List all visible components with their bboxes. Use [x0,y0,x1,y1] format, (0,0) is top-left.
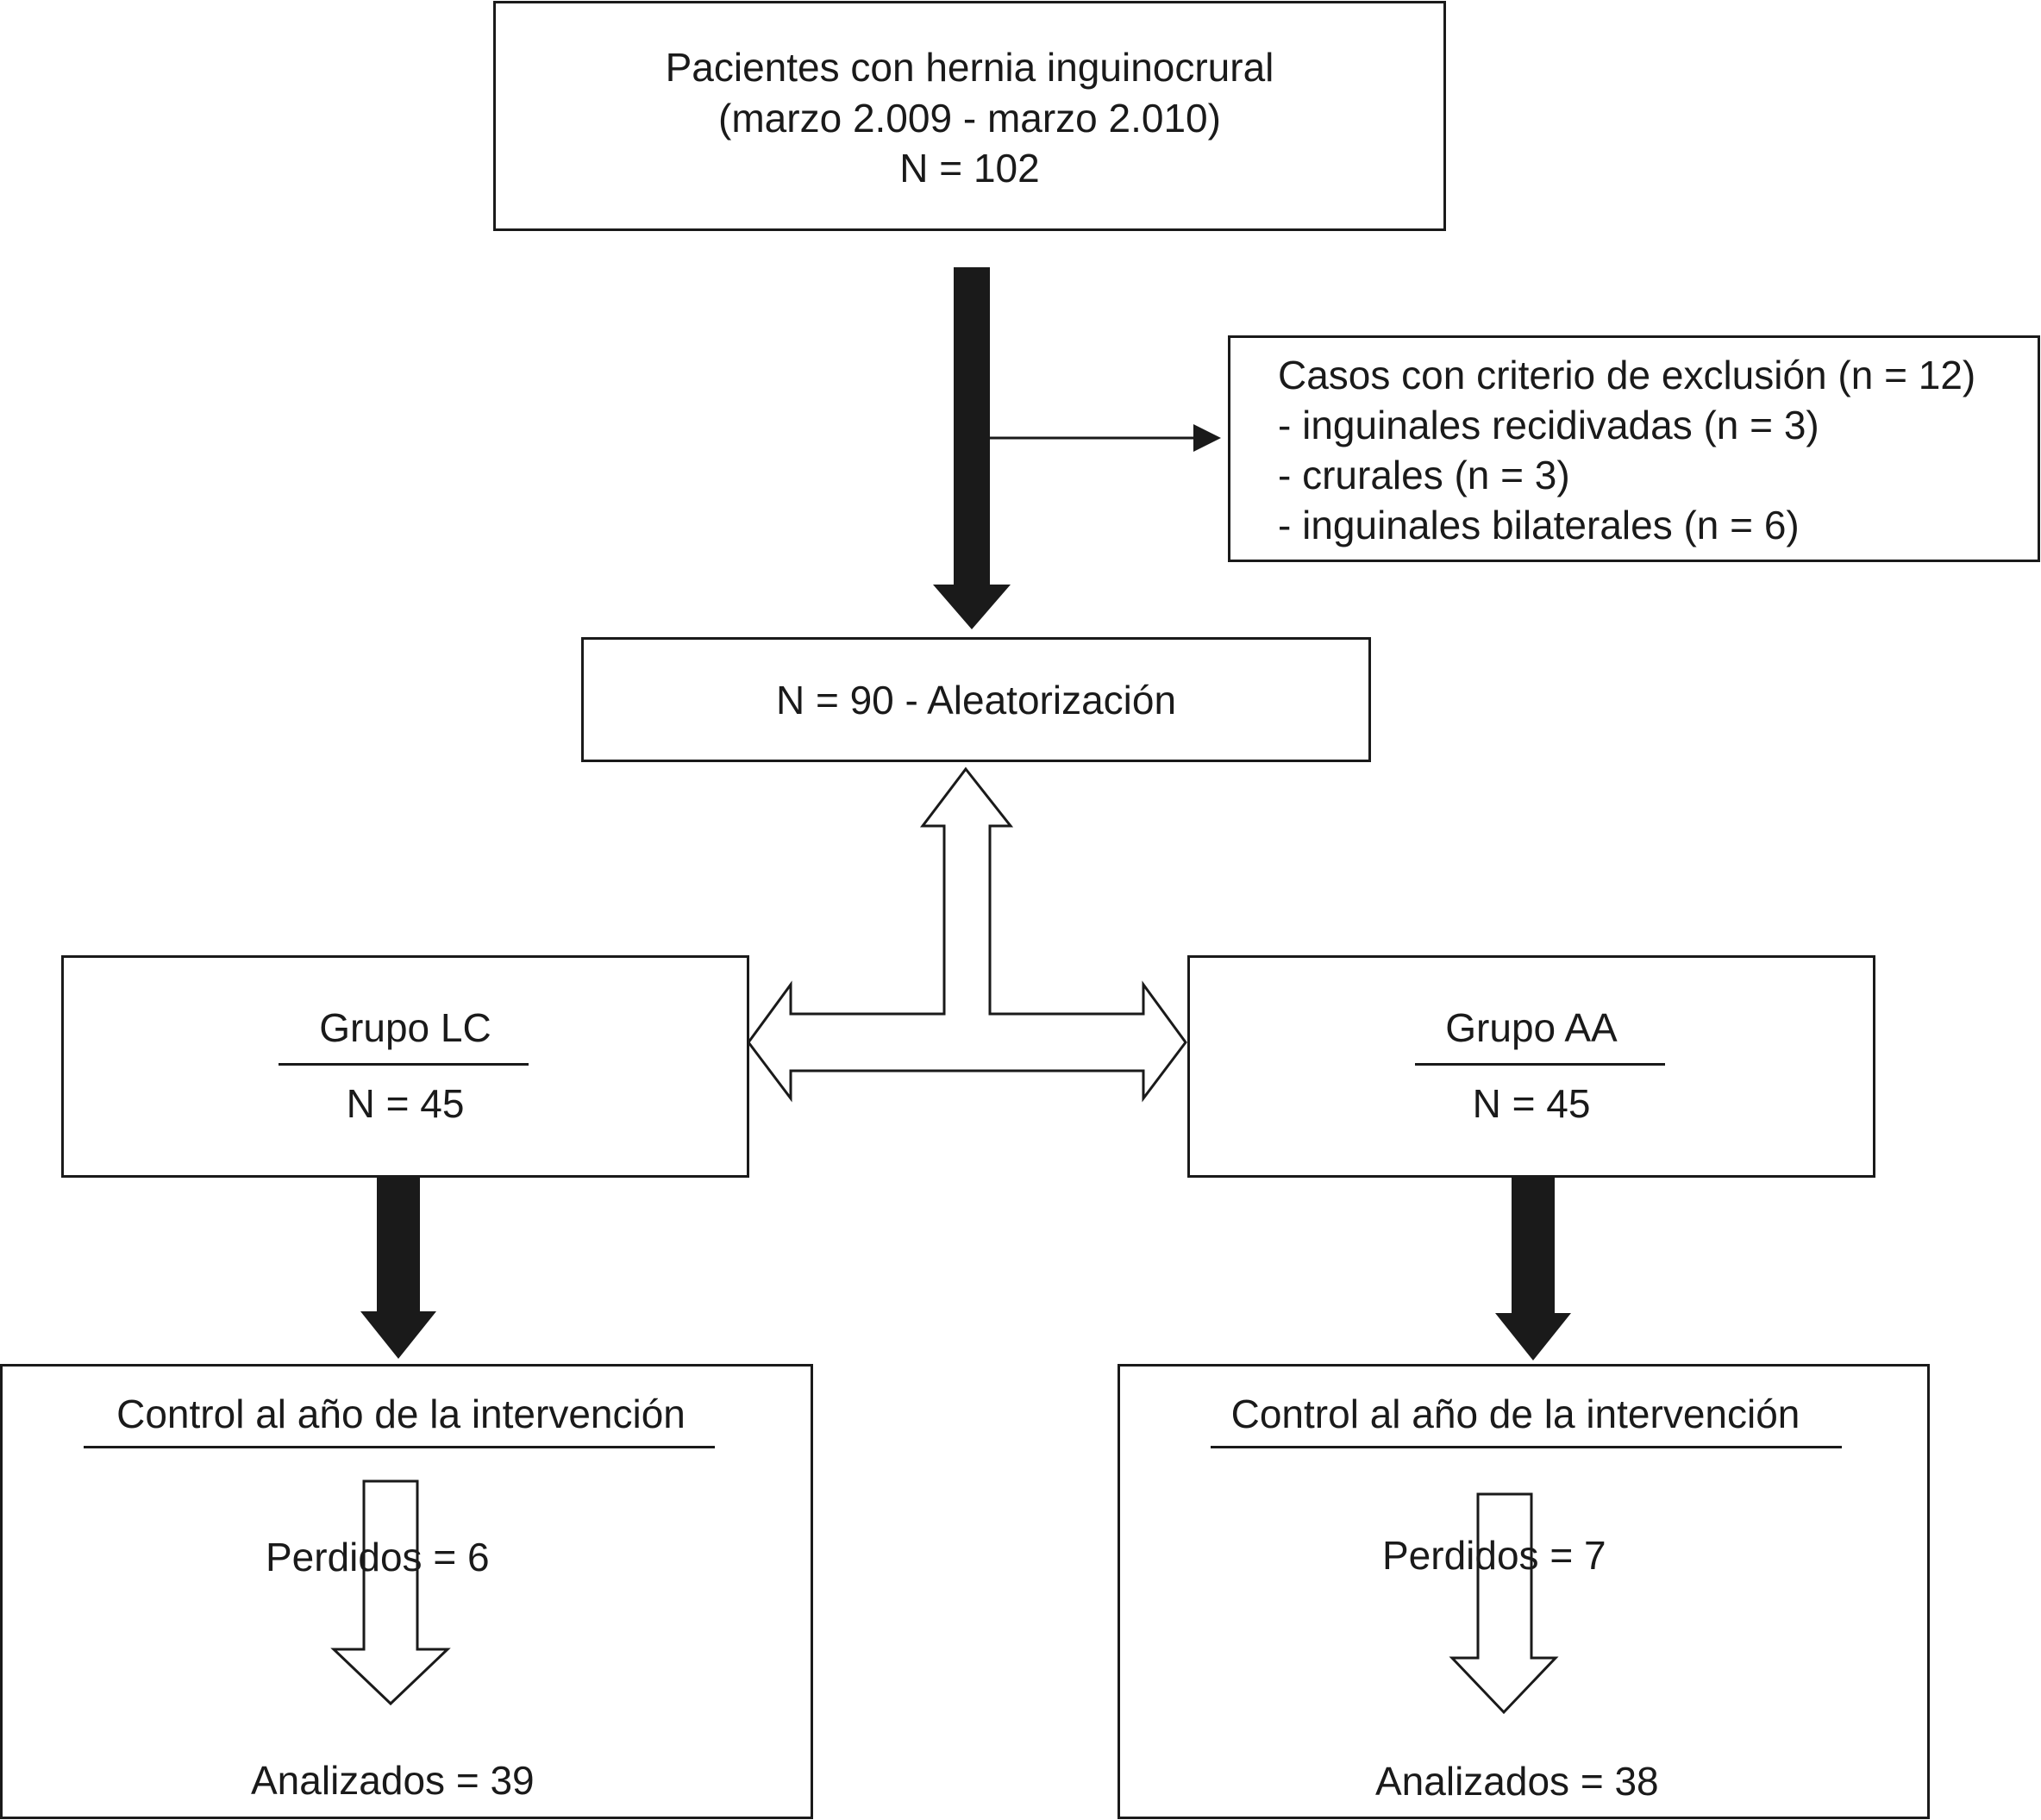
randomization-split-arrow [747,766,1187,1103]
followup-lc-analyzed: Analizados = 39 [251,1758,535,1803]
group-lc-box: Grupo LC N = 45 [61,955,749,1178]
randomization-box: N = 90 - Aleatorización [581,637,1371,762]
group-aa-divider [1415,1063,1665,1066]
group-aa-count: N = 45 [1472,1081,1591,1126]
aa-down-arrow [1495,1175,1571,1360]
group-aa-box: Grupo AA N = 45 [1187,955,1875,1178]
followup-aa-title: Control al año de la intervención [1230,1392,1800,1436]
group-lc-count: N = 45 [346,1081,465,1126]
population-count: N = 102 [899,146,1040,191]
followup-lc-lost: Perdidos = 6 [266,1535,490,1579]
group-lc-divider [279,1063,529,1066]
group-lc-title: Grupo LC [319,1005,491,1050]
exclusion-item: - inguinales bilaterales (n = 6) [1278,503,1800,547]
group-aa-title: Grupo AA [1445,1005,1618,1050]
followup-aa-divider [1211,1446,1842,1448]
followup-lc-title: Control al año de la intervención [116,1392,686,1436]
main-down-arrow [933,267,1011,629]
exclusion-box: Casos con criterio de exclusión (n = 12)… [1228,335,2040,562]
followup-aa-lost: Perdidos = 7 [1382,1533,1606,1578]
followup-lc-box: Control al año de la intervención Perdid… [0,1364,813,1819]
exclusion-item: - crurales (n = 3) [1278,453,1570,497]
population-box: Pacientes con hernia inguinocrural (marz… [493,1,1446,231]
followup-aa-analyzed: Analizados = 38 [1375,1759,1659,1804]
randomization-label: N = 90 - Aleatorización [775,678,1177,722]
exclusion-title: Casos con criterio de exclusión (n = 12) [1278,353,1976,397]
lc-loss-arrow [330,1479,451,1706]
aa-loss-arrow [1449,1492,1559,1715]
population-period: (marzo 2.009 - marzo 2.010) [718,96,1221,141]
population-title: Pacientes con hernia inguinocrural [665,45,1274,90]
followup-aa-box: Control al año de la intervención Perdid… [1118,1364,1930,1819]
lc-down-arrow [360,1175,436,1359]
exclusion-arrow [990,424,1221,452]
followup-lc-divider [84,1446,715,1448]
exclusion-item: - inguinales recidivadas (n = 3) [1278,403,1819,447]
